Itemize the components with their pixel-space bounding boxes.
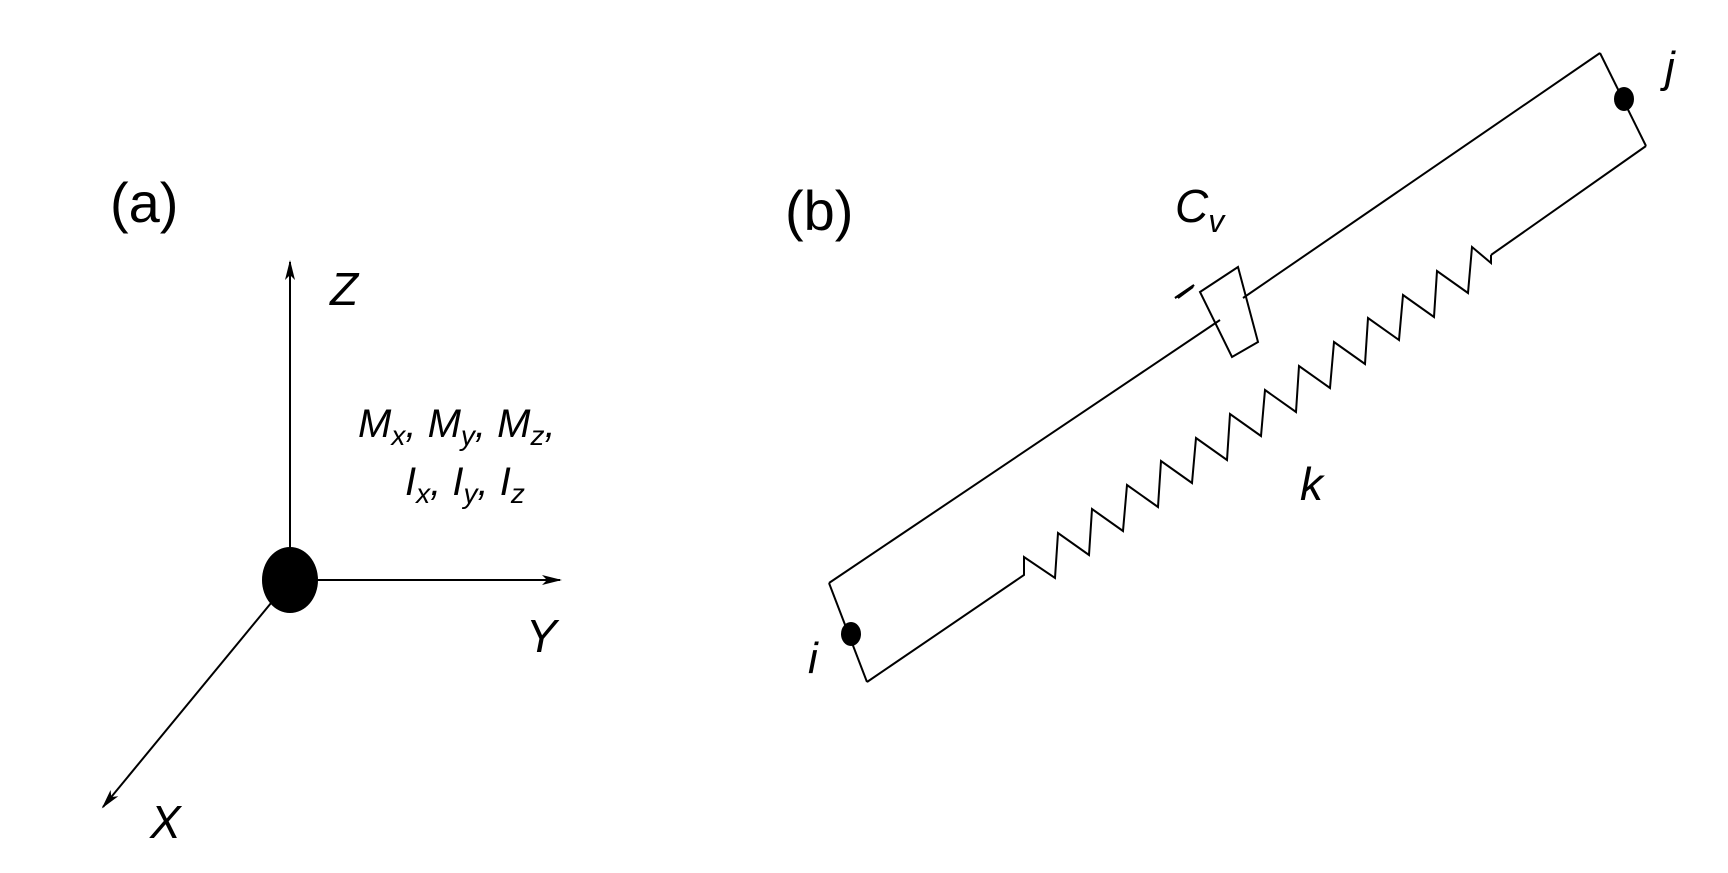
mass-y-base: M	[428, 402, 462, 446]
inertia-properties-label: Ix, Iy, Iz	[405, 460, 525, 509]
damper-label: Cv	[1175, 180, 1226, 239]
damper-rod-lower	[828, 319, 1221, 584]
x-axis-arrow	[101, 579, 291, 809]
panel-a-label: (a)	[110, 171, 178, 234]
damper-cup	[1176, 285, 1194, 298]
y-axis-label: Y	[526, 610, 560, 662]
mass-properties-label: Mx, My, Mz,	[358, 402, 556, 451]
inertia-y-base: I	[452, 460, 463, 504]
spring-element	[1023, 244, 1492, 580]
damper-label-base: C	[1175, 180, 1209, 232]
inertia-z-base: I	[500, 460, 511, 504]
node-j-dot	[1614, 87, 1634, 111]
mass-y-sub: y	[459, 420, 477, 451]
damper-rod-upper	[1242, 52, 1601, 299]
spring-lead-i	[866, 557, 1025, 683]
node-j-label: j	[1660, 43, 1676, 92]
mass-x-base: M	[358, 402, 392, 446]
node-i-label: i	[808, 634, 819, 683]
mass-node	[262, 547, 318, 613]
inertia-x-sub: x	[414, 478, 431, 509]
mass-x-sub: x	[389, 420, 406, 451]
node-i-dot	[841, 622, 861, 646]
panel-b-label: (b)	[785, 179, 853, 242]
inertia-z-sub: z	[510, 478, 525, 509]
damper-piston	[1198, 265, 1260, 359]
mass-z-base: M	[497, 402, 531, 446]
inertia-y-sub: y	[461, 478, 479, 509]
spring-lead-j	[1490, 145, 1647, 256]
panel-b: (b) i j Cv k	[785, 43, 1676, 683]
z-axis-label: Z	[329, 263, 360, 315]
damper-label-sub: v	[1208, 203, 1226, 239]
spring-label: k	[1300, 458, 1325, 510]
panel-a: (a) Z Y X Mx, My, Mz, Ix, Iy, Iz	[101, 171, 562, 848]
mass-z-sub: z	[529, 420, 544, 451]
inertia-x-base: I	[405, 460, 416, 504]
x-axis-label: X	[149, 796, 183, 848]
